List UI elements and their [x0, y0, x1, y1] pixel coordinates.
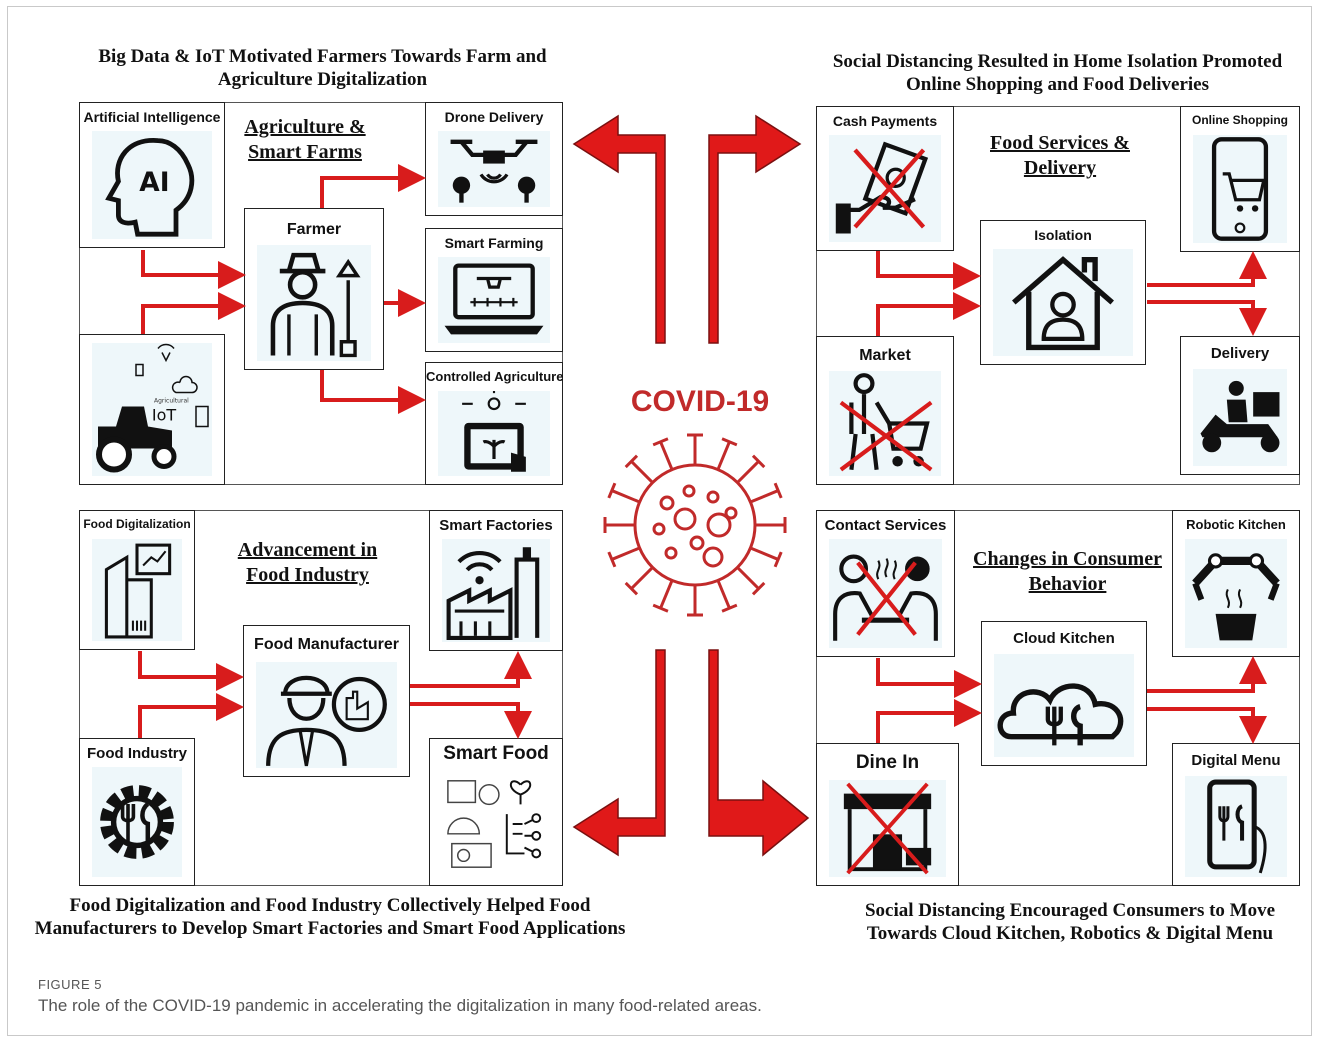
arrow-iot-to-farmer — [141, 292, 246, 334]
box-label: Delivery — [1210, 345, 1270, 362]
box-contact-services: Contact Services — [816, 510, 955, 657]
title-consumer-behavior: Changes in Consumer Behavior — [973, 548, 1162, 595]
box-drone-delivery: Drone Delivery — [425, 102, 563, 216]
shopper-crossed-icon — [829, 371, 941, 476]
box-food-manufacturer: Food Manufacturer — [243, 625, 410, 777]
arrow-farmer-to-drone — [320, 164, 426, 208]
svg-text:AI: AI — [139, 167, 169, 198]
arrow-digitalization-to-manufacturer — [138, 651, 244, 691]
cloud-kitchen-icon — [994, 654, 1134, 757]
covid-label: COVID-19 — [630, 385, 770, 418]
box-cash-payments: Cash Payments — [816, 106, 954, 251]
figure-caption: The role of the COVID-19 pandemic in acc… — [38, 996, 762, 1015]
box-label: Food Industry — [87, 745, 187, 762]
big-arrow-to-consumer-behavior — [708, 649, 810, 857]
box-label: Online Shopping — [1192, 113, 1288, 127]
box-label: Digital Menu — [1191, 752, 1281, 769]
box-farmer: Farmer — [244, 208, 384, 370]
arrow-cash-to-isolation — [876, 251, 981, 290]
phone-cart-icon — [1193, 135, 1287, 243]
food-package-chart-icon — [92, 539, 182, 641]
box-label: Controlled Agriculture — [426, 369, 564, 384]
arrow-cloud-to-digital-menu — [1147, 707, 1267, 744]
contact-services-crossed-icon — [829, 539, 942, 648]
box-food-digitalization: Food Digitalization — [79, 510, 195, 650]
box-label: Food Digitalization — [83, 517, 191, 531]
box-label: Cash Payments — [832, 113, 938, 129]
phone-menu-icon — [1185, 776, 1287, 877]
figure-frame — [7, 6, 1312, 1036]
box-label: Contact Services — [824, 517, 947, 534]
arrow-isolation-to-delivery — [1147, 300, 1267, 336]
arrow-farmer-to-controlled — [320, 370, 426, 414]
box-dine-in: Dine In — [816, 743, 959, 886]
box-agricultural-iot: Agricultural IoT — [79, 334, 225, 485]
svg-text:Agricultural: Agricultural — [154, 398, 189, 405]
box-cloud-kitchen: Cloud Kitchen — [981, 621, 1147, 766]
box-online-shopping: Online Shopping — [1180, 106, 1300, 252]
box-label: Smart Farming — [444, 235, 544, 251]
arrow-contact-to-cloud — [876, 658, 982, 698]
coronavirus-icon — [603, 433, 787, 617]
box-label: Smart Factories — [439, 517, 553, 534]
home-person-icon — [993, 249, 1133, 356]
svg-text:IoT: IoT — [152, 406, 177, 425]
title-agriculture: Agriculture & Smart Farms — [244, 116, 366, 163]
figure-label: FIGURE 5 — [38, 977, 102, 992]
box-artificial-intelligence: Artificial Intelligence AI — [79, 102, 225, 248]
arrow-industry-to-manufacturer — [138, 693, 244, 738]
box-delivery: Delivery — [1180, 336, 1300, 475]
big-arrow-to-food-industry — [572, 649, 666, 857]
smart-factory-icon — [442, 539, 550, 642]
box-smart-food: Smart Food — [429, 738, 563, 886]
arrow-ai-to-farmer — [141, 250, 246, 289]
heading-top-right: Social Distancing Resulted in Home Isola… — [832, 51, 1283, 95]
arrow-manufacturer-to-smart-food — [410, 702, 532, 739]
heading-bottom-left: Food Digitalization and Food Industry Co… — [34, 895, 626, 939]
big-arrow-to-food-services — [708, 114, 802, 344]
box-digital-menu: Digital Menu — [1172, 743, 1300, 886]
box-label: Dine In — [855, 752, 920, 773]
box-label: Farmer — [286, 221, 342, 238]
drone-icon — [438, 131, 550, 207]
box-label: Robotic Kitchen — [1186, 517, 1286, 532]
box-label: Cloud Kitchen — [1013, 630, 1115, 647]
box-label: Smart Food — [443, 743, 549, 764]
farmer-icon — [257, 245, 371, 361]
laptop-drone-icon — [438, 257, 550, 343]
box-smart-farming: Smart Farming — [425, 228, 563, 352]
cash-hand-crossed-icon — [829, 135, 941, 242]
robot-arms-icon — [1185, 539, 1287, 648]
box-label: Market — [859, 347, 911, 364]
box-label: Isolation — [1034, 227, 1092, 243]
box-label: Artificial Intelligence — [83, 109, 221, 125]
heading-top-left: Big Data & IoT Motivated Farmers Towards… — [98, 46, 547, 90]
smart-food-collage-icon — [442, 771, 550, 877]
box-food-industry: Food Industry — [79, 738, 195, 886]
heading-bottom-right: Social Distancing Encouraged Consumers t… — [864, 900, 1276, 944]
box-controlled-agriculture: Controlled Agriculture — [425, 362, 563, 485]
gear-cutlery-icon — [92, 767, 182, 877]
greenhouse-tablet-icon — [438, 391, 550, 476]
worker-hardhat-icon — [256, 662, 397, 768]
restaurant-crossed-icon — [829, 780, 946, 877]
tractor-iot-icon: Agricultural IoT — [92, 343, 212, 476]
box-robotic-kitchen: Robotic Kitchen — [1172, 510, 1300, 657]
arrow-market-to-isolation — [876, 292, 981, 336]
delivery-scooter-icon — [1193, 369, 1287, 466]
box-isolation: Isolation — [980, 220, 1146, 365]
arrow-cloud-to-robotic — [1147, 656, 1267, 693]
ai-head-icon: AI — [92, 131, 212, 239]
box-market: Market — [816, 336, 954, 485]
arrow-dine-to-cloud — [876, 699, 982, 743]
big-arrow-to-agriculture — [572, 114, 666, 344]
arrow-manufacturer-to-factories — [410, 651, 532, 688]
box-smart-factories: Smart Factories — [429, 510, 563, 651]
box-label: Food Manufacturer — [254, 636, 399, 653]
title-food-services: Food Services & Delivery — [990, 132, 1130, 179]
title-food-industry: Advancement in Food Industry — [237, 539, 378, 586]
arrow-isolation-to-online — [1147, 251, 1267, 287]
box-label: Drone Delivery — [444, 109, 544, 125]
